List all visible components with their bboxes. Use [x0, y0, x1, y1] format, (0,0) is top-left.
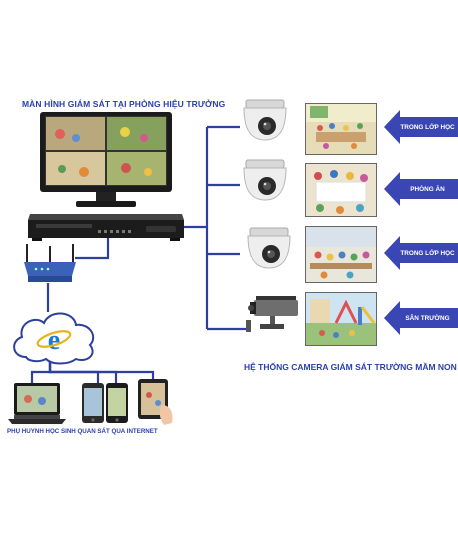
dvr-recorder	[26, 208, 186, 242]
photo-dining-room	[305, 163, 377, 217]
monitor-icon	[40, 112, 172, 207]
smartphone-icon	[106, 383, 128, 423]
arrow-left-icon	[384, 172, 458, 206]
location-label-3: TRONG LỚP HỌC	[384, 236, 458, 270]
dome-camera-icon	[247, 227, 291, 269]
internet-explorer-icon: e	[36, 325, 72, 356]
laptop-icon	[8, 383, 66, 424]
router-icon	[24, 244, 76, 282]
smartphone-icon	[82, 383, 104, 423]
location-label-1: TRONG LỚP HỌC	[384, 110, 458, 144]
monitor-room-title: MÀN HÌNH GIÁM SÁT TẠI PHÒNG HIỆU TRƯỞNG	[22, 99, 226, 109]
tablet-icon	[138, 379, 173, 425]
cloud-icon: e	[13, 312, 95, 365]
camera-3	[244, 227, 294, 270]
arrow-left-icon	[384, 236, 458, 270]
tablet	[136, 379, 176, 427]
phone-1	[82, 383, 104, 423]
arrow-left-icon	[384, 301, 458, 335]
camera-1	[240, 99, 290, 142]
phone-2	[106, 383, 128, 423]
bullet-camera-icon	[246, 296, 298, 332]
laptop	[8, 383, 66, 425]
camera-2	[240, 159, 290, 202]
photo-classroom-1	[305, 103, 377, 155]
photo-classroom-2	[305, 226, 377, 283]
dome-camera-icon	[243, 99, 287, 141]
wifi-router	[22, 244, 78, 284]
location-label-2: PHÒNG ĂN	[384, 172, 458, 206]
photo-schoolyard	[305, 292, 377, 346]
system-title: HỆ THỐNG CAMERA GIÁM SÁT TRƯỜNG MẦM NON	[244, 362, 457, 372]
camera-4	[242, 296, 298, 336]
internet-cloud: e	[8, 305, 100, 365]
monitor	[40, 112, 172, 210]
dvr-icon	[28, 214, 184, 241]
dome-camera-icon	[243, 159, 287, 201]
svg-text:e: e	[48, 325, 60, 356]
location-label-4: SÂN TRƯỜNG	[384, 301, 458, 335]
arrow-left-icon	[384, 110, 458, 144]
parents-title: PHỤ HUYNH HỌC SINH QUAN SÁT QUA INTERNET	[7, 428, 158, 435]
